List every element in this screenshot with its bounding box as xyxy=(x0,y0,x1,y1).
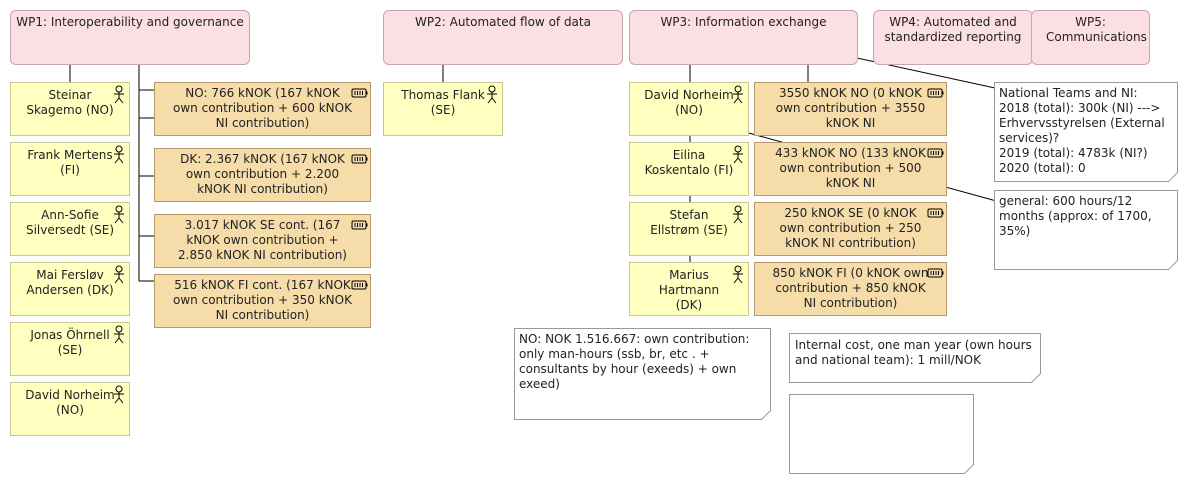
actor-box[interactable]: Mai Fersløv Andersen (DK) xyxy=(10,262,130,316)
wp1-label: WP1: Interoperability and governance xyxy=(16,15,244,29)
resource-icon xyxy=(927,268,944,278)
actor-box[interactable]: David Norheim (NO) xyxy=(629,82,749,136)
resource-box[interactable]: DK: 2.367 kNOK (167 kNOK own contributio… xyxy=(154,148,371,202)
note-box[interactable]: NO: NOK 1.516.667: own contribution: onl… xyxy=(514,328,771,420)
actor-box[interactable]: David Norheim (NO) xyxy=(10,382,130,436)
note-box[interactable]: Internal cost, one man year (own hours a… xyxy=(789,333,1041,383)
wp5-label: WP5: Communications xyxy=(1046,15,1147,44)
actor-label: David Norheim (NO) xyxy=(644,88,734,117)
resource-box[interactable]: 850 kNOK FI (0 kNOK own contribution + 8… xyxy=(754,262,947,316)
note-fold xyxy=(963,463,975,475)
resource-icon xyxy=(927,88,944,98)
resource-box[interactable]: NO: 766 kNOK (167 kNOK own contribution … xyxy=(154,82,371,136)
resource-icon xyxy=(351,88,368,98)
note-line: NO: NOK 1.516.667: own contribution: onl… xyxy=(519,332,750,391)
resource-label: 850 kNOK FI (0 kNOK own contribution + 8… xyxy=(772,266,929,310)
resource-box[interactable]: 250 kNOK SE (0 kNOK own contribution + 2… xyxy=(754,202,947,256)
actor-box[interactable]: Stefan Ellstrøm (SE) xyxy=(629,202,749,256)
note-box[interactable]: National Teams and NI: 2018 (total): 300… xyxy=(994,82,1178,182)
wp4-label: WP4: Automated and standardized reportin… xyxy=(884,15,1022,44)
wp3-box[interactable]: WP3: Information exchange xyxy=(629,10,858,65)
resource-label: DK: 2.367 kNOK (167 kNOK own contributio… xyxy=(180,152,345,196)
note-line: general: 600 hours/12 months (approx: of… xyxy=(999,194,1152,238)
actor-label: Marius Hartmann (DK) xyxy=(658,268,720,312)
note-fold xyxy=(760,409,772,421)
actor-label: David Norheim (NO) xyxy=(25,388,115,417)
wp1-box[interactable]: WP1: Interoperability and governance xyxy=(10,10,250,65)
resource-label: 3550 kNOK NO (0 kNOK own contribution + … xyxy=(775,86,926,130)
note-line: 2019 (total): 4783k (NI?) xyxy=(999,146,1148,160)
resource-box[interactable]: 3.017 kNOK SE cont. (167 kNOK own contri… xyxy=(154,214,371,268)
note-fold xyxy=(1167,171,1179,183)
resource-label: 516 kNOK FI cont. (167 kNOK own contribu… xyxy=(173,278,352,322)
note-box[interactable]: general: 600 hours/12 months (approx: of… xyxy=(994,190,1178,270)
note-fold xyxy=(1167,259,1179,271)
note-line: 2018 (total): 300k (NI) ---> Erhvervssty… xyxy=(999,101,1165,145)
note-line: 2020 (total): 0 xyxy=(999,161,1086,175)
actor-box[interactable]: Marius Hartmann (DK) xyxy=(629,262,749,316)
resource-label: 433 kNOK NO (133 kNOK own contribution +… xyxy=(775,146,926,190)
resource-label: 3.017 kNOK SE cont. (167 kNOK own contri… xyxy=(178,218,347,262)
resource-box[interactable]: 433 kNOK NO (133 kNOK own contribution +… xyxy=(754,142,947,196)
resource-box[interactable]: 3550 kNOK NO (0 kNOK own contribution + … xyxy=(754,82,947,136)
resource-icon xyxy=(351,220,368,230)
actor-label: Frank Mertens (FI) xyxy=(27,148,113,177)
note-line: National Teams and NI: xyxy=(999,86,1138,100)
wp3-label: WP3: Information exchange xyxy=(660,15,827,29)
actor-box[interactable]: Thomas Flank (SE) xyxy=(383,82,503,136)
note-box[interactable] xyxy=(789,394,974,474)
connector xyxy=(138,64,155,282)
resource-icon xyxy=(927,148,944,158)
wp4-box[interactable]: WP4: Automated and standardized reportin… xyxy=(873,10,1033,65)
actor-label: Stefan Ellstrøm (SE) xyxy=(650,208,728,237)
note-line: Internal cost, one man year (own hours a… xyxy=(795,338,1032,367)
actor-box[interactable]: Jonas Öhrnell (SE) xyxy=(10,322,130,376)
wp5-box[interactable]: WP5: Communications xyxy=(1031,10,1150,65)
actor-label: Mai Fersløv Andersen (DK) xyxy=(26,268,114,297)
resource-label: NO: 766 kNOK (167 kNOK own contribution … xyxy=(173,86,352,130)
resource-icon xyxy=(351,154,368,164)
resource-box[interactable]: 516 kNOK FI cont. (167 kNOK own contribu… xyxy=(154,274,371,328)
actor-label: Ann-Sofie Silversedt (SE) xyxy=(25,208,115,237)
resource-icon xyxy=(927,208,944,218)
wp2-box[interactable]: WP2: Automated flow of data xyxy=(383,10,623,65)
note-fold xyxy=(1030,372,1042,384)
actor-box[interactable]: Ann-Sofie Silversedt (SE) xyxy=(10,202,130,256)
actor-label: Eilina Koskentalo (FI) xyxy=(644,148,734,177)
actor-box[interactable]: Frank Mertens (FI) xyxy=(10,142,130,196)
actor-label: Jonas Öhrnell (SE) xyxy=(30,328,110,357)
resource-icon xyxy=(351,280,368,290)
actor-label: Steinar Skagemo (NO) xyxy=(26,88,114,117)
wp2-label: WP2: Automated flow of data xyxy=(415,15,591,29)
actor-box[interactable]: Steinar Skagemo (NO) xyxy=(10,82,130,136)
actor-box[interactable]: Eilina Koskentalo (FI) xyxy=(629,142,749,196)
resource-label: 250 kNOK SE (0 kNOK own contribution + 2… xyxy=(779,206,922,250)
actor-label: Thomas Flank (SE) xyxy=(401,88,485,117)
